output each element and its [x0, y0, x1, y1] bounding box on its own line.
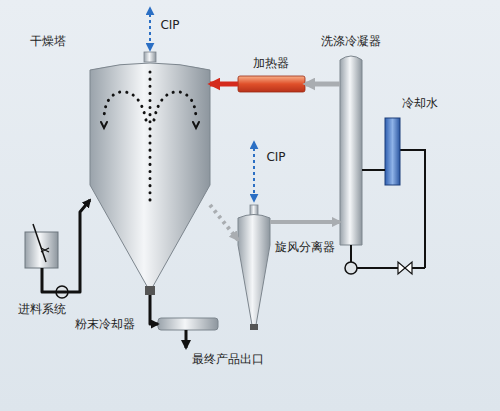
- flow-connector: [305, 82, 340, 87]
- drying-tower: 干燥塔: [90, 52, 210, 295]
- cip-label: CIP: [160, 18, 179, 33]
- node-label: 加热器: [253, 56, 289, 71]
- drawing-part: [250, 205, 258, 215]
- drawing-part: [154, 92, 196, 120]
- powder-cooler-shape: [158, 318, 218, 348]
- node-label: 粉末冷却器: [75, 317, 135, 332]
- drawing-part: [41, 248, 49, 252]
- node-label: 旋风分离器: [275, 240, 335, 255]
- drawing-part: [400, 150, 425, 268]
- drawing-part: [350, 245, 352, 262]
- flow-connector: [210, 205, 238, 240]
- wash-condenser: 洗涤冷凝器: [340, 55, 362, 245]
- powder-cooler: 粉末冷却器: [158, 318, 218, 330]
- node-label: 洗涤冷凝器: [321, 34, 381, 49]
- flow-connector: [42, 200, 90, 292]
- heater-shape: [238, 76, 305, 92]
- drawing-part: [340, 56, 362, 245]
- cooling-water-exchanger: [385, 118, 400, 185]
- drawing-part: [158, 318, 218, 330]
- drawing-part: [149, 72, 152, 205]
- cyclone-separator: 旋风分离器: [238, 205, 270, 330]
- drawing-part: [104, 92, 146, 120]
- cip-arrow: [253, 142, 255, 201]
- flow-connector: [210, 82, 238, 87]
- drawing-part: [185, 330, 188, 348]
- flow-connector: [150, 295, 158, 324]
- cooling-water: 冷却水: [385, 118, 400, 185]
- condenser-shape: [340, 56, 425, 274]
- drawing-part: [101, 122, 107, 128]
- node-label: 冷却水: [402, 96, 438, 111]
- drawing-part: [398, 262, 412, 274]
- cyclone-shape: [238, 205, 270, 330]
- cip-label: CIP: [266, 150, 285, 165]
- drawing-part: [250, 324, 258, 330]
- drawing-part: [345, 262, 357, 274]
- feed-tank: [25, 224, 68, 298]
- flow-connector: [362, 169, 385, 171]
- drawing-part: [238, 215, 270, 326]
- product-outlet-label: 最终产品出口: [192, 352, 264, 367]
- drawing-part: [357, 267, 425, 269]
- heater: 加热器: [238, 76, 305, 92]
- drawing-part: [90, 63, 210, 288]
- drawing-part: [144, 52, 156, 62]
- node-label: 干燥塔: [30, 34, 66, 49]
- drawing-part: [193, 122, 199, 128]
- drawing-part: [145, 286, 155, 295]
- flow-connector: [270, 220, 340, 224]
- drying-tower-shape: [90, 52, 210, 295]
- feed-system: 进料系统: [25, 232, 58, 268]
- drawing-part: [33, 224, 46, 262]
- cip-arrow: [149, 8, 151, 50]
- spray-pattern: [101, 72, 199, 205]
- node-label: 进料系统: [18, 302, 66, 317]
